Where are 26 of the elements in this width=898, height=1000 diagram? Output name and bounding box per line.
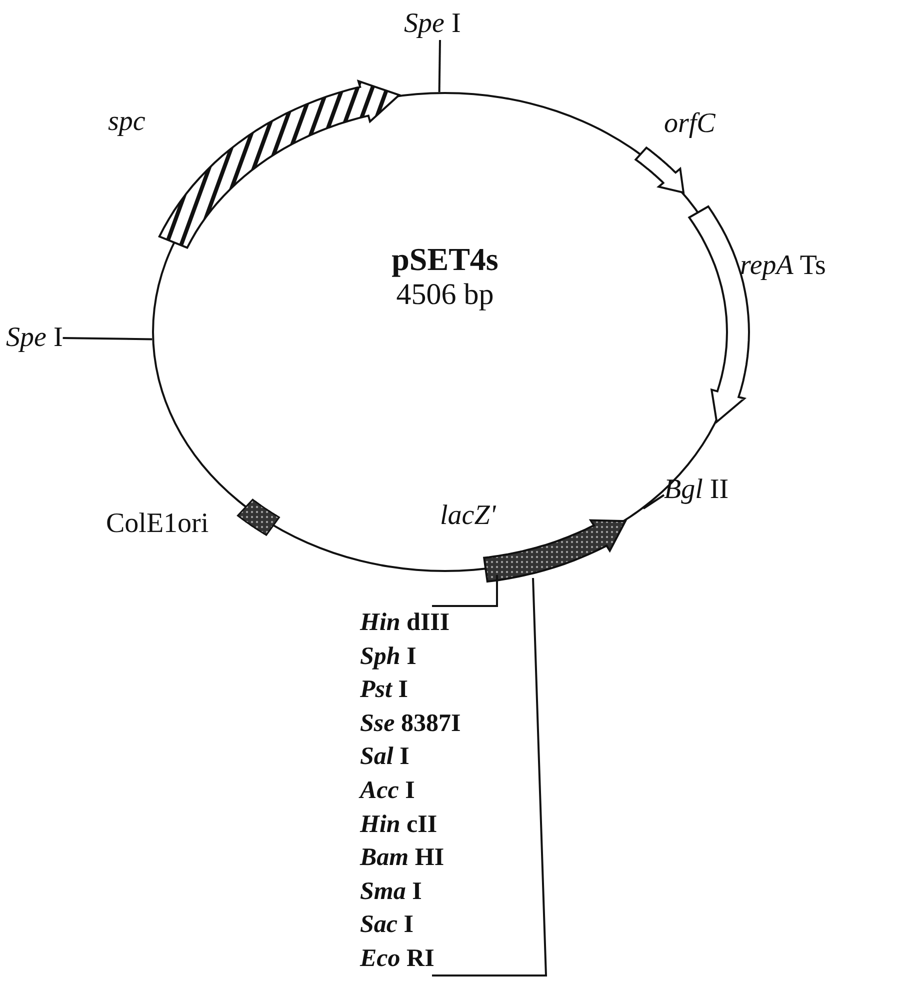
bracket-line [432,578,548,976]
gene-label: ColE1ori [106,508,209,540]
plasmid-size: 4506 bp [396,277,494,313]
site-label: Bgl II [664,474,729,506]
enzyme-label: Hin dIII [360,608,451,638]
enzyme-label: Pst I [360,675,409,706]
site-label: Spe I [6,322,63,354]
gene-label: spc [108,106,146,138]
enzyme-label: Acc I [360,776,416,806]
enzyme-label: Eco RI [360,944,436,974]
enzyme-label: Bam HI [360,843,446,874]
gene-label: orfC [664,108,716,140]
enzyme-label: Sal I [360,742,410,772]
enzyme-label: Sac I [360,910,414,940]
enzyme-label: Sma I [360,876,423,907]
gene-label: repA Ts [740,250,826,282]
enzyme-label: Sse 8387I [360,708,461,739]
gene-label: lacZ' [440,500,496,532]
enzyme-label: Sph I [360,642,418,672]
leader-line [62,337,152,340]
leader-line [642,494,665,510]
site-label: Spe I [404,8,461,40]
plasmid-name: pSET4s [392,241,498,277]
bracket-line [432,575,498,607]
enzyme-label: Hin cII [360,810,438,840]
leader-line [438,40,441,92]
